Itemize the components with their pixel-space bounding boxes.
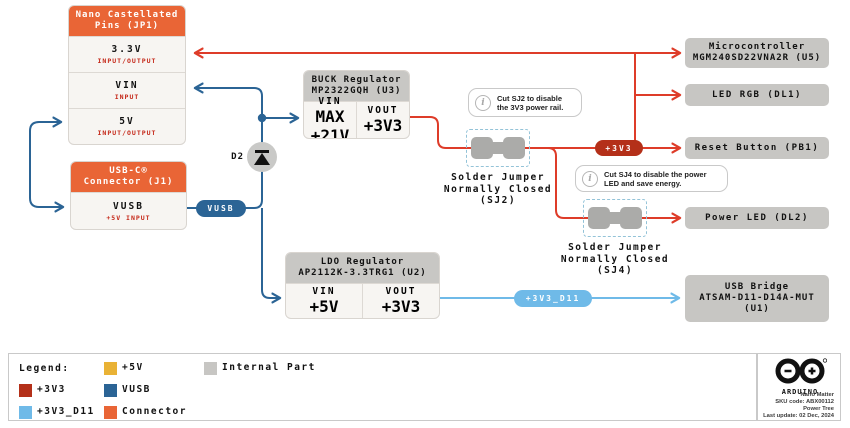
- led-rgb-box: LED RGB (DL1): [685, 84, 829, 106]
- legend-swatch-connector: [104, 406, 117, 419]
- footer-panel: Legend: +3V3 +3V3_D11 +5V VUSB Connector…: [8, 353, 841, 421]
- pin-label: VOUT: [367, 105, 399, 116]
- sj4-callout: i Cut SJ4 to disable the power LED and s…: [575, 165, 728, 192]
- buck-title-line2: MP2322GQH (U3): [311, 86, 402, 96]
- j1-title-line2: Connector (J1): [83, 177, 174, 187]
- buck-header: BUCK Regulator MP2322GQH (U3): [304, 71, 409, 101]
- buck-regulator-box: BUCK Regulator MP2322GQH (U3) VIN MAX +2…: [303, 70, 410, 139]
- sj4-pad-left: [588, 207, 610, 229]
- pin-label: VIN: [318, 95, 342, 107]
- j1-row-vusb: VUSB +5V INPUT: [71, 192, 186, 229]
- usb-c-connector-box: USB-C® Connector (J1) VUSB +5V INPUT: [70, 161, 187, 230]
- info-icon: i: [582, 170, 598, 187]
- sj4-label: Solder Jumper Normally Closed (SJ4): [560, 242, 670, 276]
- arduino-logo: ARDUINO: [769, 358, 831, 396]
- sj2-callout-text: Cut SJ2 to disable the 3V3 power rail.: [497, 93, 564, 112]
- sj4-jumper: [583, 199, 647, 237]
- legend-swatch-vusb: [104, 384, 117, 397]
- buck-pins: VIN MAX +21V VOUT +3V3: [304, 96, 409, 139]
- legend-label-vusb: VUSB: [122, 384, 151, 395]
- power-led-box: Power LED (DL2): [685, 207, 829, 229]
- legend-label-3v3-d11: +3V3_D11: [37, 406, 95, 417]
- net-3v3: [193, 47, 682, 224]
- pin-label: 5V: [119, 116, 135, 127]
- jp1-row-vin: VIN INPUT: [69, 72, 185, 108]
- legend-swatch-internal-part: [204, 362, 217, 375]
- arduino-wordmark: ARDUINO: [781, 388, 819, 396]
- ldo-vout: VOUT +3V3: [362, 284, 439, 318]
- buck-title-line1: BUCK Regulator: [311, 75, 402, 85]
- pin-label: VIN: [312, 286, 336, 297]
- vusb-net-pill: VUSB: [196, 200, 246, 217]
- d2-label: D2: [231, 152, 244, 162]
- legend-label-3v3: +3V3: [37, 384, 66, 395]
- jp1-row-5v: 5V INPUT/OUTPUT: [69, 108, 185, 144]
- buck-vout: VOUT +3V3: [356, 102, 409, 138]
- sj2-callout: i Cut SJ2 to disable the 3V3 power rail.: [468, 88, 582, 117]
- pin-direction: INPUT/OUTPUT: [97, 129, 157, 137]
- footer-info: Nano Matter SKU code: ABX00112 Power Tre…: [763, 392, 834, 419]
- pin-rating: MAX +21V: [310, 106, 350, 139]
- pin-rating: +3V3: [381, 297, 421, 316]
- 3v3-d11-net-pill: +3V3_D11: [514, 290, 592, 307]
- j1-title-line1: USB-C®: [109, 166, 148, 176]
- reset-button-box: Reset Button (PB1): [685, 137, 829, 159]
- pin-label: VUSB: [113, 200, 144, 212]
- diode-symbol: [254, 150, 270, 165]
- sj2-label: Solder Jumper Normally Closed (SJ2): [443, 172, 553, 206]
- nano-castellated-pins-box: Nano Castellated Pins (JP1) 3.3V INPUT/O…: [68, 5, 186, 145]
- jp1-header: Nano Castellated Pins (JP1): [69, 6, 185, 36]
- jp1-title-line1: Nano Castellated: [75, 10, 179, 20]
- sj2-jumper: [466, 129, 530, 167]
- usb-bridge-box: USB Bridge ATSAM-D11-D14A-MUT (U1): [685, 275, 829, 322]
- sj4-callout-text: Cut SJ4 to disable the power LED and sav…: [604, 169, 707, 188]
- sj2-bridge: [490, 142, 506, 154]
- sj2-pad-left: [471, 137, 493, 159]
- sj4-bridge: [607, 212, 623, 224]
- ldo-title-line1: LDO Regulator: [320, 257, 405, 267]
- pin-direction: INPUT: [114, 93, 140, 101]
- ldo-vin: VIN +5V: [286, 284, 362, 318]
- pin-rating: +5V: [309, 297, 339, 316]
- legend-swatch-5v: [104, 362, 117, 375]
- sj2-pad-right: [503, 137, 525, 159]
- footer-divider: [756, 354, 758, 420]
- junction-dot: [257, 113, 267, 123]
- ldo-title-line2: AP2112K-3.3TRG1 (U2): [298, 268, 427, 278]
- buck-vin: VIN MAX +21V: [304, 96, 356, 139]
- jp1-title-line2: Pins (JP1): [94, 21, 160, 31]
- pin-direction: INPUT/OUTPUT: [97, 57, 157, 65]
- d2-diode-icon: [247, 142, 277, 172]
- ldo-regulator-box: LDO Regulator AP2112K-3.3TRG1 (U2) VIN +…: [285, 252, 440, 319]
- 3v3-net-pill: +3V3: [595, 140, 643, 156]
- info-icon: i: [475, 94, 491, 111]
- legend-label-internal-part: Internal Part: [222, 362, 316, 373]
- pin-direction: +5V INPUT: [106, 213, 151, 222]
- ldo-pins: VIN +5V VOUT +3V3: [286, 283, 439, 318]
- legend-label-connector: Connector: [122, 406, 187, 417]
- legend-label-5v: +5V: [122, 362, 144, 373]
- j1-header: USB-C® Connector (J1): [71, 162, 186, 192]
- jp1-row-3v3: 3.3V INPUT/OUTPUT: [69, 36, 185, 72]
- pin-label: VIN: [115, 80, 139, 91]
- pin-label: VOUT: [385, 286, 417, 297]
- microcontroller-box: Microcontroller MGM240SD22VNA2R (U5): [685, 38, 829, 68]
- legend-swatch-3v3-d11: [19, 406, 32, 419]
- legend-swatch-3v3: [19, 384, 32, 397]
- pin-label: 3.3V: [111, 44, 143, 55]
- ldo-header: LDO Regulator AP2112K-3.3TRG1 (U2): [286, 253, 439, 283]
- sj4-pad-right: [620, 207, 642, 229]
- legend-title: Legend:: [19, 363, 70, 374]
- arduino-infinity-icon: [775, 358, 828, 384]
- pin-rating: +3V3: [363, 116, 403, 135]
